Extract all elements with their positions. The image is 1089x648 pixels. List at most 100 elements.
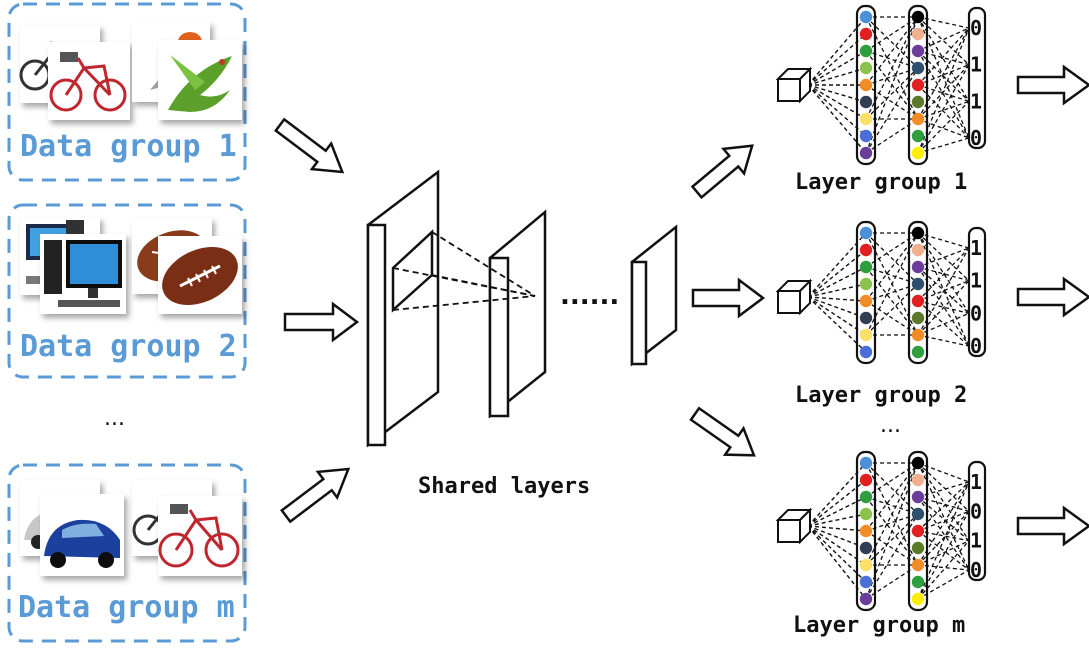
output-layer-box — [967, 226, 987, 358]
neuron-node — [859, 146, 873, 160]
data-group-2-border — [7, 203, 247, 379]
neuron-node — [911, 311, 925, 325]
neuron-node — [911, 345, 925, 359]
data-group-1-border — [7, 2, 247, 182]
neuron-node — [859, 61, 873, 75]
shared-layers — [366, 169, 678, 448]
connection-line — [807, 249, 867, 298]
data-group-m-label: Data group m — [18, 590, 235, 625]
connection-line — [807, 283, 867, 298]
connection-line — [865, 530, 919, 566]
neuron-node — [911, 277, 925, 291]
connection-line — [917, 496, 970, 571]
output-digit: 1 — [970, 529, 982, 553]
connection-line — [917, 462, 970, 542]
output-digit: 0 — [970, 558, 982, 582]
connection-line — [917, 247, 970, 268]
connection-line — [917, 118, 970, 139]
connection-line — [807, 296, 867, 336]
connection-line — [865, 300, 919, 336]
connection-line — [917, 100, 970, 120]
bicycle-image-front-m — [158, 496, 242, 576]
neuron-node — [911, 456, 925, 470]
connection-line — [917, 232, 970, 249]
connection-line — [917, 530, 970, 571]
output-digit: 1 — [970, 89, 982, 113]
neuron-node — [911, 575, 925, 589]
neuron-node — [859, 575, 873, 589]
neuron-node — [859, 558, 873, 572]
connection-line — [865, 232, 919, 302]
connection-line — [917, 462, 970, 483]
neuron-node — [859, 226, 873, 240]
neuron-node — [911, 592, 925, 606]
layer-groups-ellipsis: ... — [880, 413, 901, 438]
connection-line — [865, 462, 919, 515]
connection-line — [865, 67, 919, 154]
connection-line — [917, 540, 970, 566]
neuron-node — [859, 490, 873, 504]
connection-line — [917, 16, 970, 29]
data-group-m-border — [7, 463, 247, 643]
input-cube-icon — [775, 507, 813, 545]
connection-line — [917, 247, 970, 336]
connection-line — [917, 510, 970, 566]
connection-line — [917, 280, 970, 336]
shared-layers-dots: ...... — [560, 281, 619, 311]
neuron-node — [859, 311, 873, 325]
neuron-node — [911, 10, 925, 24]
neuron-node — [911, 524, 925, 538]
neuron-node — [859, 294, 873, 308]
connection-line — [807, 50, 867, 86]
arrow-shared-to-layer-group-m — [689, 406, 756, 457]
connection-line — [865, 67, 919, 120]
connection-line — [917, 27, 970, 120]
connection-line — [865, 67, 919, 86]
connection-line — [917, 27, 970, 154]
input-cube-icon — [775, 66, 813, 104]
connection-line — [807, 16, 867, 86]
arrow-group-m-to-shared — [280, 467, 351, 524]
connection-line — [807, 296, 867, 353]
connection-line — [807, 513, 867, 527]
connection-line — [807, 33, 867, 86]
neuron-node — [859, 27, 873, 41]
connection-line — [917, 16, 970, 102]
neuron-node — [911, 61, 925, 75]
neuron-node — [911, 226, 925, 240]
neuron-node — [859, 112, 873, 126]
connection-line — [917, 50, 970, 66]
connection-line — [865, 513, 919, 532]
connection-line — [865, 84, 919, 120]
connection-line — [917, 540, 970, 600]
connection-line — [865, 462, 919, 532]
connection-line — [865, 16, 919, 120]
neuron-node — [859, 44, 873, 58]
neuron-node — [911, 112, 925, 126]
output-arrow — [1016, 276, 1089, 318]
shared-layers-label: Shared layers — [418, 474, 590, 499]
connection-line — [917, 84, 970, 102]
connection-line — [917, 247, 970, 302]
connection-line — [917, 232, 970, 314]
receptive-field-lines — [392, 231, 536, 311]
connection-line — [917, 266, 970, 282]
neuron-node — [911, 27, 925, 41]
connection-line — [865, 283, 919, 302]
connection-line — [807, 479, 867, 527]
arrow-group-2-to-shared — [283, 301, 360, 343]
connection-line — [807, 84, 867, 103]
output-digit: 1 — [970, 236, 982, 260]
connection-line — [917, 27, 970, 52]
output-digit: 0 — [970, 499, 982, 523]
connection-line — [917, 300, 970, 314]
connection-line — [865, 232, 919, 336]
connection-line — [917, 27, 970, 86]
connection-line — [865, 118, 919, 154]
connection-line — [917, 50, 970, 139]
neuron-node — [859, 456, 873, 470]
neuron-node — [911, 473, 925, 487]
neuron-node — [859, 541, 873, 555]
